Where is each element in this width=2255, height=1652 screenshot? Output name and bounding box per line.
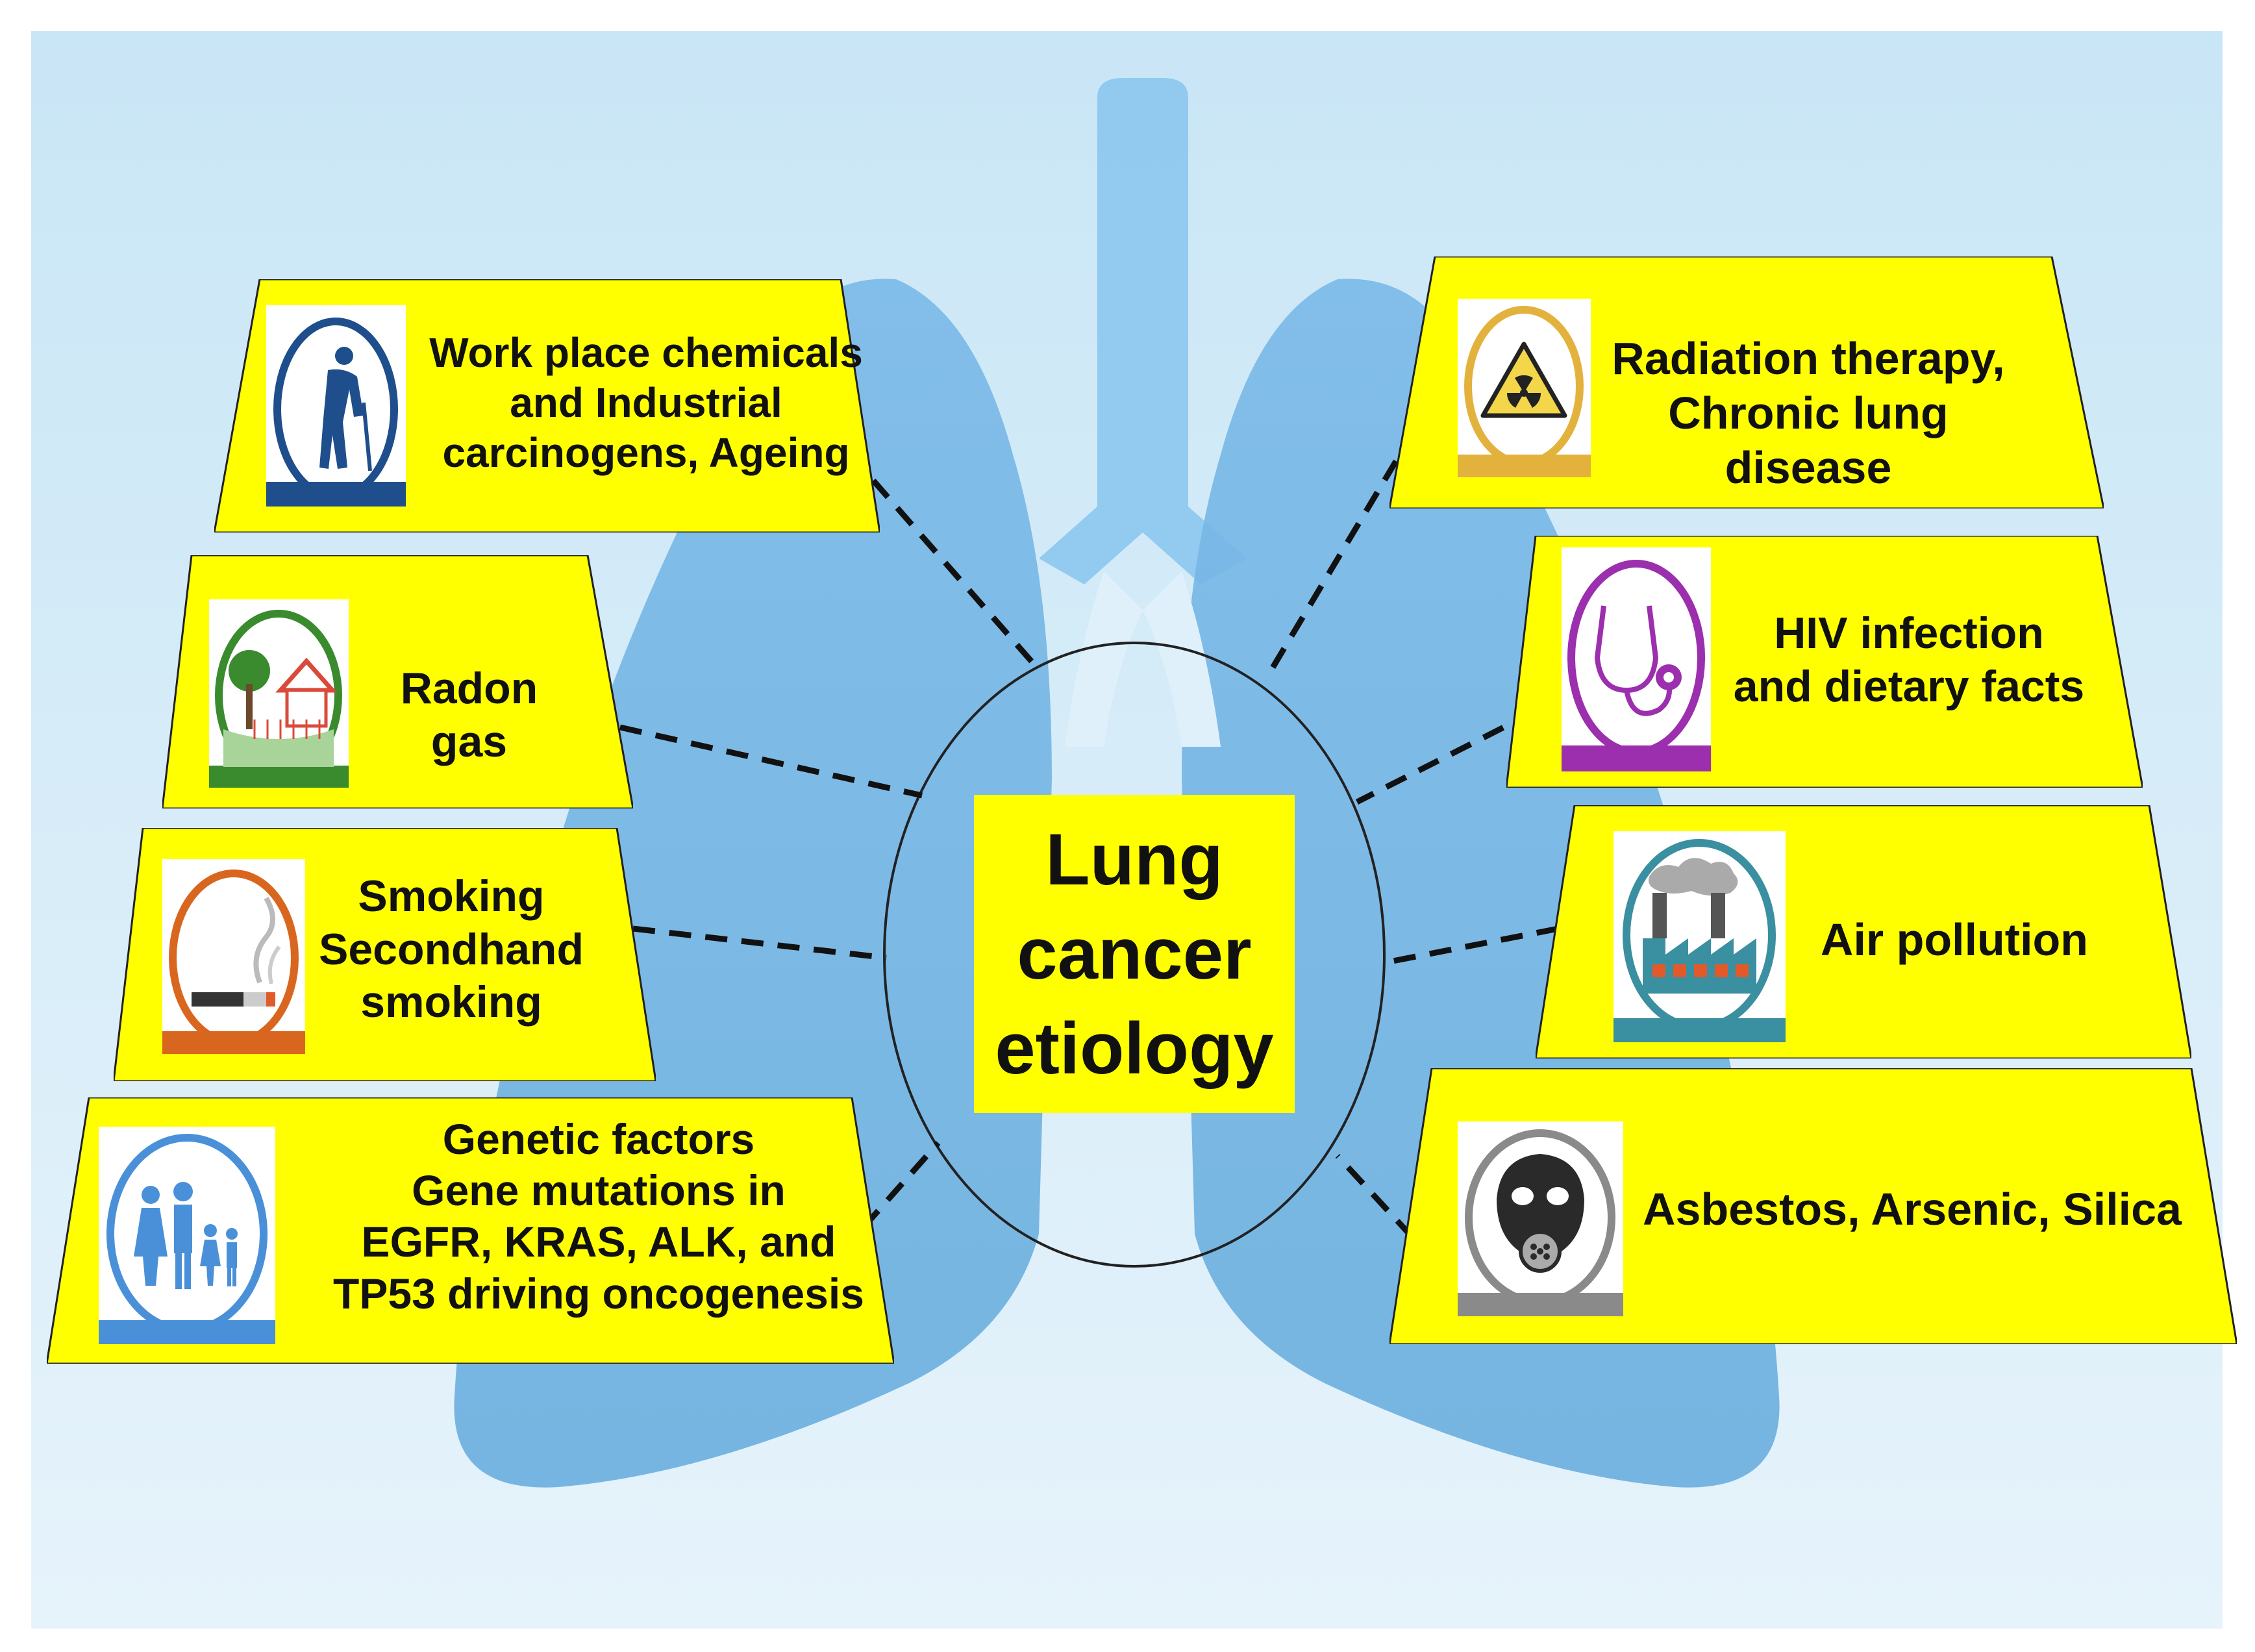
factor-label: Asbestos, Arsenic, Silica bbox=[1643, 1184, 2182, 1234]
connector-line bbox=[1355, 708, 1538, 805]
factor-card-smoking: Smoking Secondhand smoking bbox=[114, 828, 656, 1081]
radiation-icon bbox=[1458, 299, 1591, 477]
center-ellipse bbox=[883, 642, 1386, 1268]
factor-card-radiation: Radiation therapy, Chronic lung disease bbox=[1389, 257, 2104, 508]
factor-card-air-pollution: Air pollution bbox=[1536, 805, 2191, 1058]
factor-card-genetic: Genetic factors Gene mutations in EGFR, … bbox=[47, 1097, 894, 1364]
factor-label: HIV infection and dietary facts bbox=[1733, 608, 2085, 711]
house-tree-radon-icon bbox=[209, 599, 349, 788]
connector-line bbox=[632, 925, 887, 961]
cigarette-icon bbox=[162, 859, 305, 1054]
connector-line bbox=[1264, 459, 1399, 681]
center-label: Lung cancer etiology bbox=[995, 818, 1274, 1089]
factor-card-asbestos: Asbestos, Arsenic, Silica bbox=[1389, 1068, 2237, 1344]
factor-card-radon: Radon gas bbox=[162, 555, 633, 808]
connector-line bbox=[619, 724, 923, 799]
factor-label: Work place chemicals and Industrial carc… bbox=[429, 329, 863, 476]
factor-card-workplace: Work place chemicals and Industrial carc… bbox=[214, 279, 880, 532]
center-label-box: Lung cancer etiology bbox=[974, 795, 1295, 1113]
connector-line bbox=[861, 1141, 941, 1229]
factor-label: Air pollution bbox=[1820, 914, 2089, 965]
factor-label: Radon gas bbox=[400, 664, 538, 766]
factor-label: Radiation therapy, Chronic lung disease bbox=[1612, 333, 2005, 493]
factor-card-hiv: HIV infection and dietary facts bbox=[1506, 536, 2143, 788]
gas-mask-icon bbox=[1458, 1121, 1623, 1316]
stethoscope-icon bbox=[1562, 547, 1711, 771]
connector-line bbox=[871, 479, 1035, 664]
factor-label: Genetic factors Gene mutations in EGFR, … bbox=[333, 1115, 864, 1318]
connector-line bbox=[1392, 925, 1559, 964]
connector-line bbox=[1335, 1153, 1415, 1240]
factory-smoke-icon bbox=[1613, 831, 1786, 1042]
family-icon bbox=[99, 1127, 275, 1344]
elderly-person-icon bbox=[266, 305, 406, 507]
factor-label: Smoking Secondhand smoking bbox=[318, 871, 584, 1027]
